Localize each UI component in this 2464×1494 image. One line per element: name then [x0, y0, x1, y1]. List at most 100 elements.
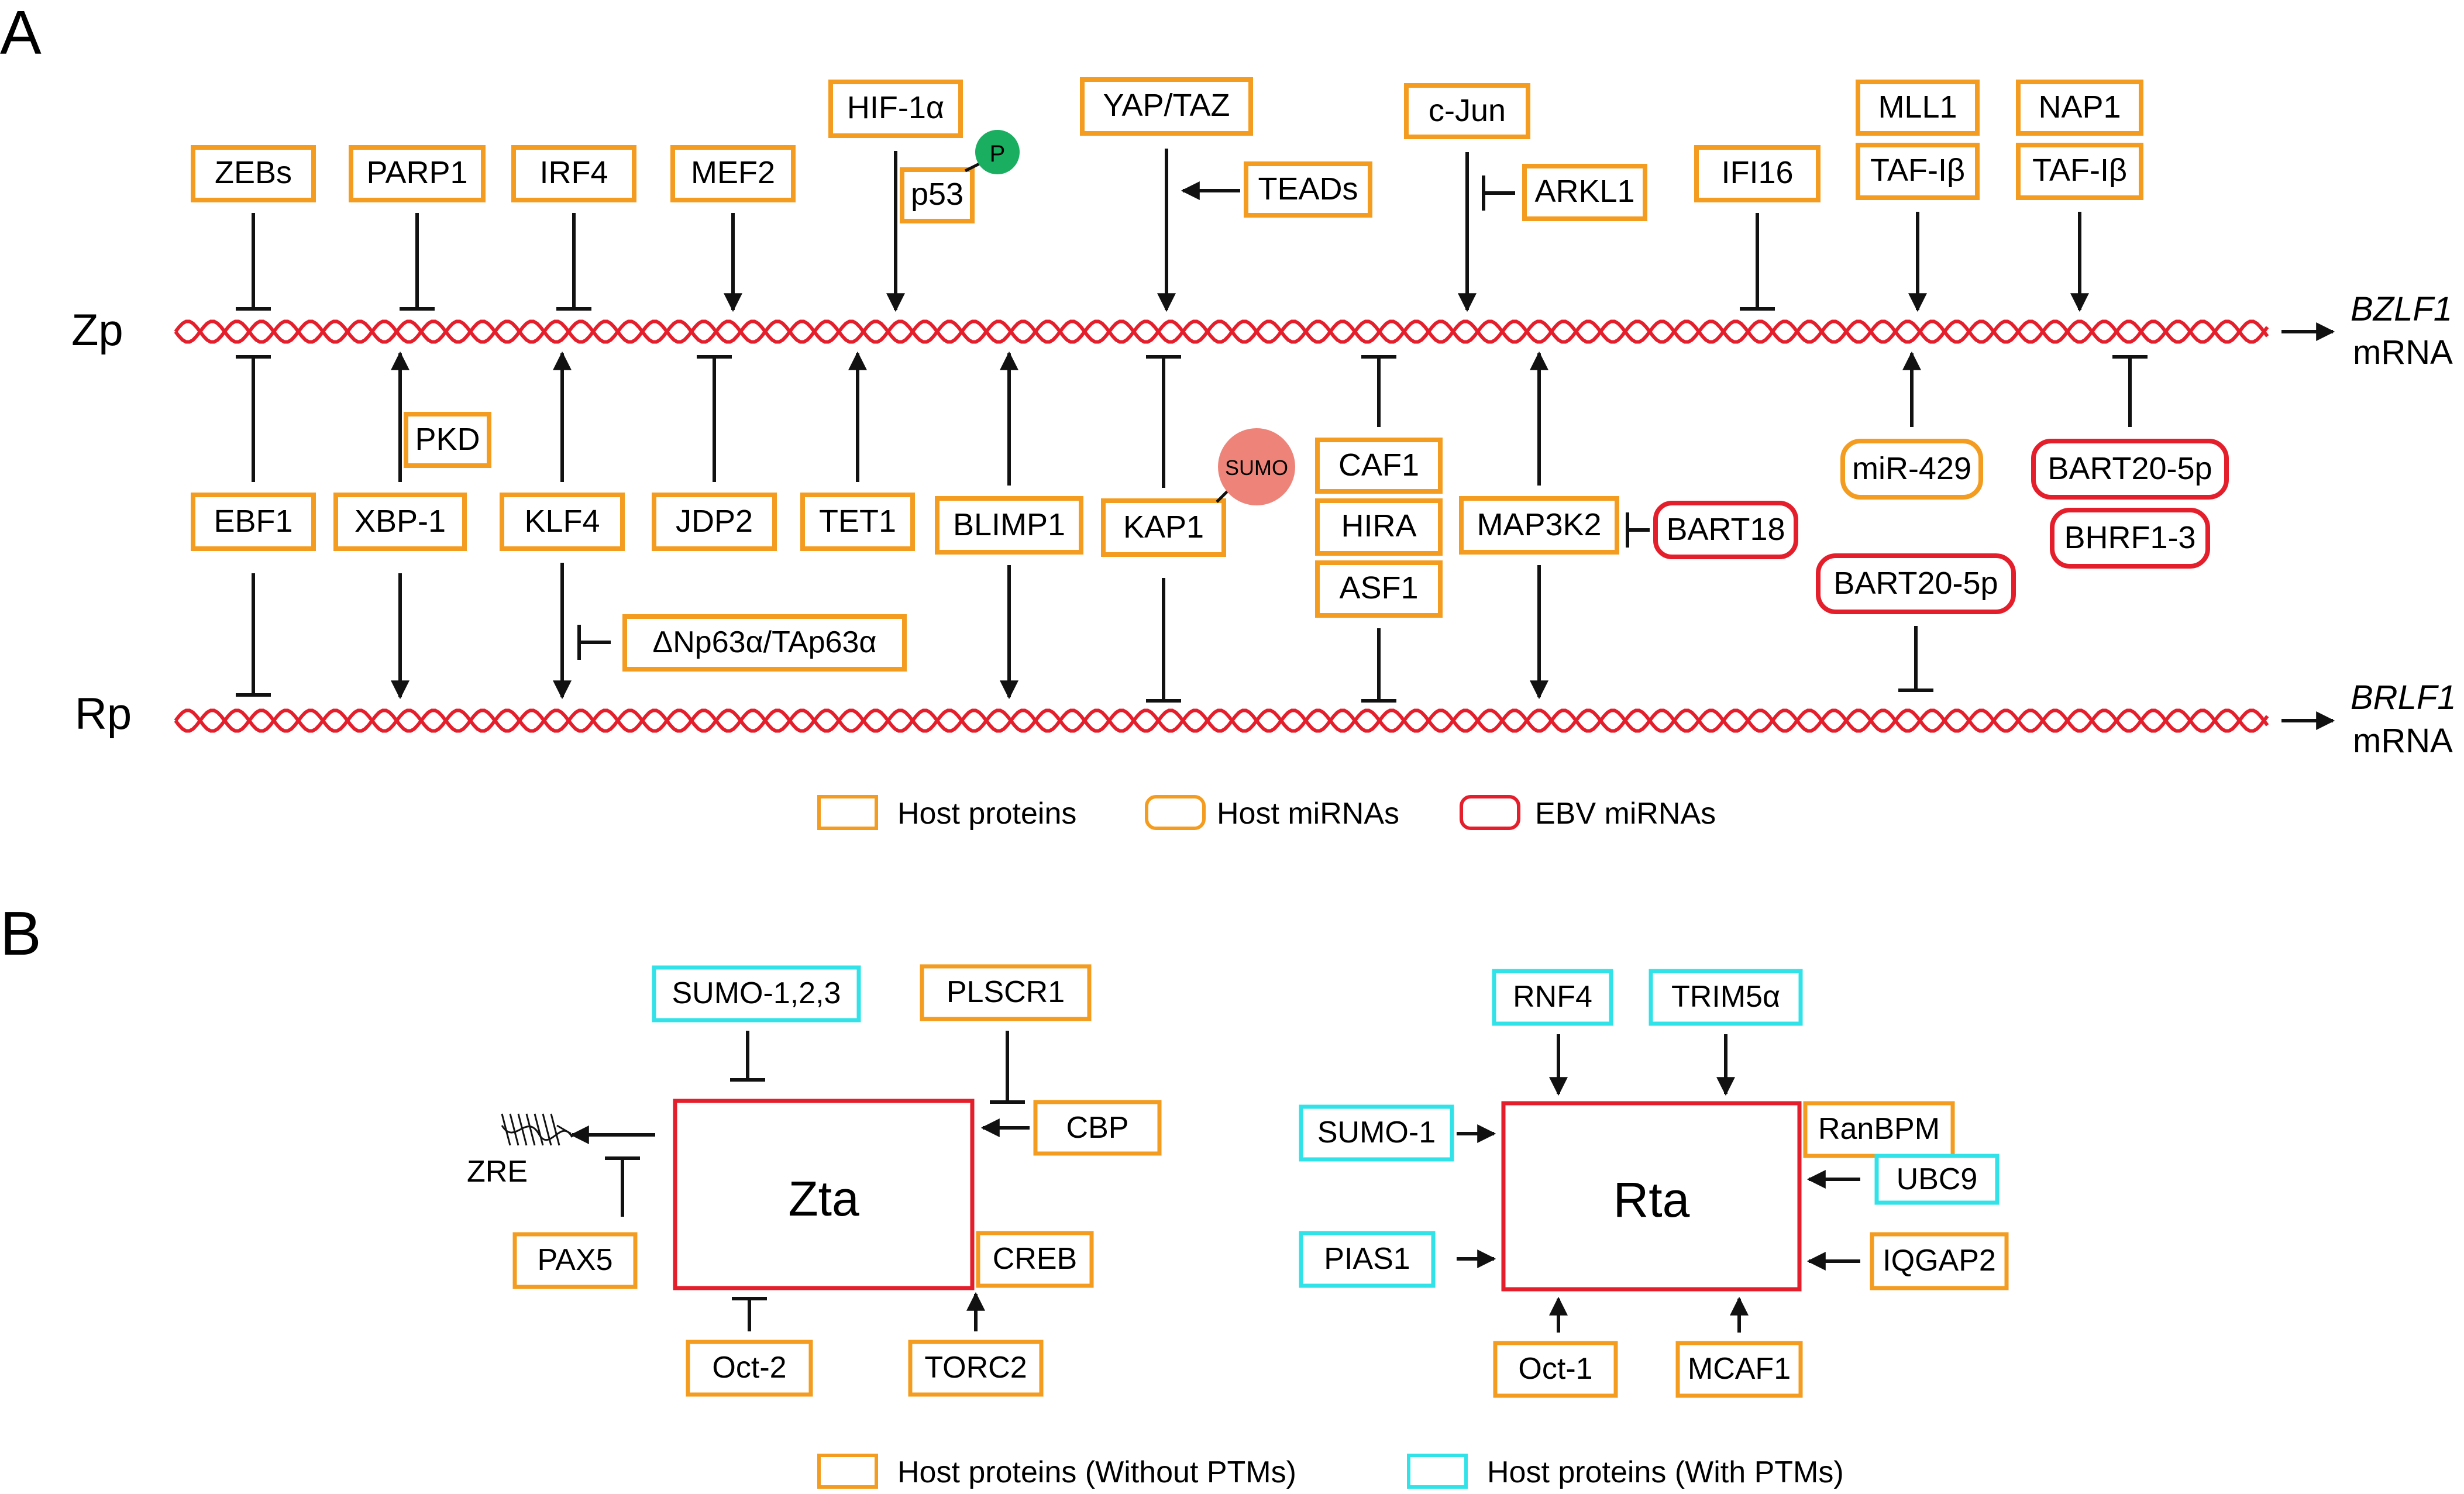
zta-label: Zta [788, 1171, 859, 1226]
sumo-label: SUMO [1225, 456, 1288, 480]
legend-host-mirnas: Host miRNAs [1145, 795, 1399, 831]
mll1-node: MLL1 [1856, 80, 1980, 136]
panel-b-label: B [0, 899, 42, 968]
bzlf1-gene-label: BZLF1 [2351, 290, 2452, 328]
c-jun-node: c-Jun [1404, 83, 1530, 139]
teads-node: TEADs [1244, 161, 1372, 218]
pkd-node: PKD [404, 412, 491, 468]
np63-label: ΔNp63α/TAp63α [653, 625, 877, 659]
legend-host-proteins-label: Host proteins [897, 797, 1076, 831]
oct2-node: Oct-2 [686, 1340, 813, 1397]
kap1-label: KAP1 [1123, 510, 1204, 545]
pkd-label: PKD [415, 422, 480, 457]
arkl1-node: ARKL1 [1522, 164, 1647, 221]
zeb-label: ZEBs [215, 155, 292, 190]
sumo123-node: SUMO-1,2,3 [652, 965, 861, 1023]
legend-without-ptms: Host proteins (Without PTMs) [817, 1454, 1296, 1489]
parp1-node: PARP1 [349, 145, 486, 202]
rta-box: Rta [1501, 1101, 1802, 1292]
bart20-5p-zp-node: BART20-5p [2031, 439, 2229, 500]
irf4-node: IRF4 [511, 145, 636, 202]
bart20-5p-rp-label: BART20-5p [1833, 566, 1998, 601]
teads-label: TEADs [1258, 171, 1358, 206]
c-jun-label: c-Jun [1429, 93, 1506, 128]
bart18-label: BART18 [1666, 512, 1785, 547]
ifi16-node: IFI16 [1694, 145, 1821, 202]
rp-dna-helix [174, 708, 2269, 733]
mcaf1-label: MCAF1 [1688, 1352, 1791, 1386]
zre-dna-icon [501, 1113, 573, 1146]
jdp2-node: JDP2 [652, 493, 777, 551]
bart18-node: BART18 [1653, 501, 1798, 559]
mll1-label: MLL1 [1878, 89, 1957, 125]
map3k2-node: MAP3K2 [1459, 496, 1619, 555]
legend-ebv-mirnas: EBV miRNAs [1460, 795, 1716, 831]
pias1-node: PIAS1 [1299, 1231, 1436, 1288]
pax5-label: PAX5 [537, 1243, 612, 1277]
legend-with-ptms: Host proteins (With PTMs) [1407, 1454, 1844, 1489]
ubc9-label: UBC9 [1897, 1162, 1978, 1196]
legend-host-mirnas-label: Host miRNAs [1217, 797, 1399, 831]
mir429-node: miR-429 [1840, 439, 1983, 500]
iqgap2-label: IQGAP2 [1883, 1244, 1996, 1278]
blimp1-node: BLIMP1 [935, 496, 1083, 555]
bhrf1-3-node: BHRF1-3 [2050, 508, 2210, 569]
p53-label: p53 [911, 177, 963, 212]
asf1-node: ASF1 [1315, 560, 1443, 618]
zp-promoter-label: Zp [71, 305, 123, 355]
cbp-label: CBP [1066, 1111, 1129, 1145]
caf1-node: CAF1 [1315, 438, 1443, 494]
legend-ebv-mirnas-label: EBV miRNAs [1535, 797, 1716, 831]
zta-box: Zta [673, 1099, 975, 1290]
phosphorylation-badge: P [975, 130, 1020, 174]
trim5a-label: TRIM5α [1671, 980, 1780, 1014]
zp-mrna-label: mRNA [2353, 333, 2453, 371]
sumo1-label: SUMO-1 [1317, 1116, 1436, 1149]
mir429-label: miR-429 [1852, 451, 1971, 486]
hif1a-node: HIF-1α [828, 80, 963, 138]
bart20-5p-zp-label: BART20-5p [2047, 451, 2212, 486]
trim5a-node: TRIM5α [1649, 969, 1803, 1026]
torc2-node: TORC2 [908, 1340, 1044, 1397]
caf1-label: CAF1 [1338, 447, 1419, 483]
ranbpm-label: RanBPM [1818, 1112, 1940, 1146]
sumoylation-badge: SUMO [1218, 428, 1295, 505]
tet1-node: TET1 [800, 493, 915, 551]
sumo123-label: SUMO-1,2,3 [672, 976, 841, 1010]
rnf4-node: RNF4 [1492, 969, 1613, 1026]
taf-ib-node-1: TAF-Iβ [1856, 143, 1980, 200]
parp1-label: PARP1 [366, 155, 467, 190]
hif1a-label: HIF-1α [847, 90, 944, 125]
mef2-node: MEF2 [670, 145, 796, 202]
tet1-label: TET1 [819, 504, 896, 539]
kap1-node: KAP1 [1101, 498, 1226, 557]
legend-without-ptms-label: Host proteins (Without PTMs) [897, 1455, 1296, 1489]
p53-node: p53 [900, 167, 975, 223]
ifi16-label: IFI16 [1721, 155, 1793, 190]
xbp1-label: XBP-1 [355, 504, 446, 539]
nap1-node: NAP1 [2016, 80, 2143, 136]
bart20-5p-rp-node: BART20-5p [1816, 553, 2016, 614]
oct2-label: Oct-2 [712, 1351, 786, 1385]
taf-ib-label-1: TAF-Iβ [1870, 153, 1965, 188]
zre-label: ZRE [467, 1155, 528, 1189]
map3k2-label: MAP3K2 [1477, 507, 1601, 542]
rnf4-label: RNF4 [1513, 980, 1592, 1014]
legend-a: Host proteins Host miRNAs EBV miRNAs [817, 795, 1716, 831]
klf4-label: KLF4 [524, 504, 600, 539]
klf4-node: KLF4 [500, 493, 625, 551]
ebf1-node: EBF1 [191, 493, 316, 551]
ranbpm-node: RanBPM [1803, 1101, 1955, 1158]
mef2-label: MEF2 [691, 155, 775, 190]
rp-promoter-label: Rp [75, 689, 132, 739]
brlf1-gene-label: BRLF1 [2351, 679, 2456, 717]
np63-node: ΔNp63α/TAp63α [622, 614, 907, 672]
panel-a-label: A [0, 0, 42, 67]
plscr1-label: PLSCR1 [947, 975, 1065, 1009]
creb-node: CREB [976, 1231, 1094, 1288]
irf4-label: IRF4 [539, 155, 608, 190]
taf-ib-node-2: TAF-Iβ [2016, 143, 2143, 200]
rp-mrna-label: mRNA [2353, 722, 2453, 760]
phospho-label: P [990, 141, 1006, 167]
zeb-node: ZEBs [191, 145, 316, 202]
